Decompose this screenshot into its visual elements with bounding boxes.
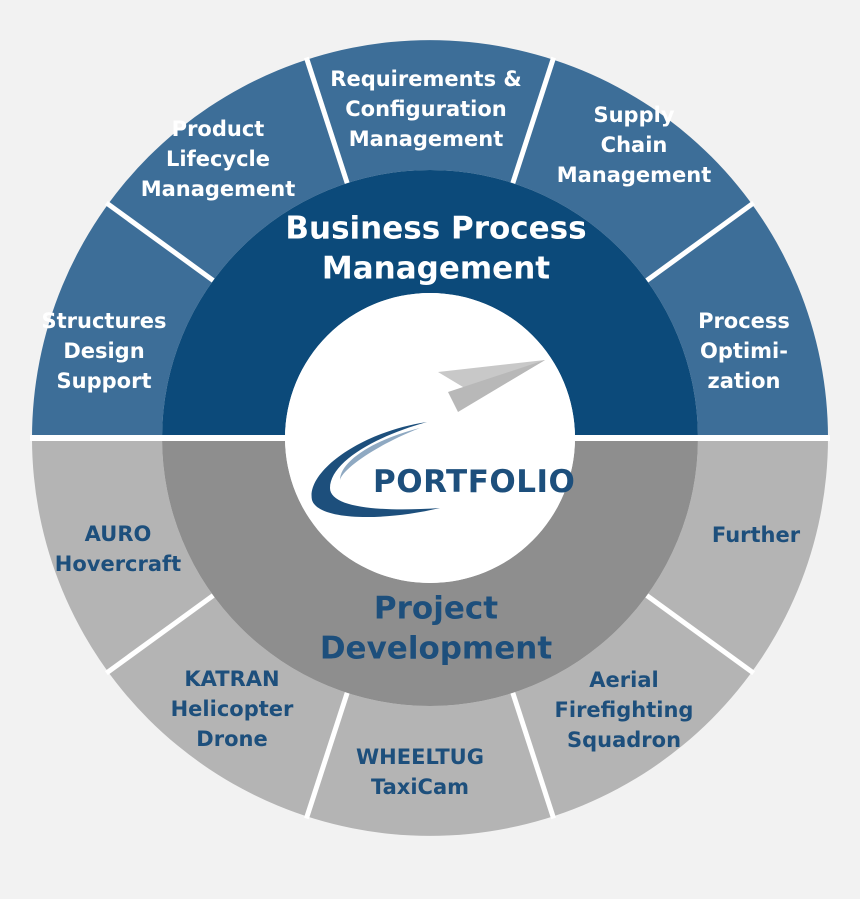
segment-label-aerial-firefighting-squadron: Aerial	[589, 668, 658, 692]
segment-label-auro-hovercraft: Hovercraft	[55, 552, 181, 576]
segment-label-wheeltug-taxicam: TaxiCam	[371, 775, 469, 799]
segment-label-auro-hovercraft: AURO	[85, 522, 152, 546]
segment-divider	[104, 200, 215, 283]
segment-label-requirements-configuration-management: Configuration	[345, 97, 506, 121]
segment-label-requirements-configuration-management: Management	[349, 127, 504, 151]
segment-label-supply-chain-management: Supply	[593, 103, 674, 127]
plane-tail	[448, 360, 545, 412]
segment-label-further: Further	[712, 523, 801, 547]
outer-ring-top	[32, 40, 828, 439]
segment-label-product-lifecycle-management: Product	[172, 117, 265, 141]
segment-label-product-lifecycle-management: Lifecycle	[166, 147, 270, 171]
segment-divider	[510, 692, 556, 820]
outer-ring-bottom	[32, 438, 828, 836]
segment-divider	[645, 593, 756, 676]
segment-label-supply-chain-management: Chain	[601, 133, 668, 157]
inner-ring	[162, 170, 698, 706]
center-disc	[285, 293, 575, 583]
inner-band-bottom	[162, 438, 698, 706]
segment-label-structures-design-support: Design	[63, 339, 144, 363]
segment-labels: Business ProcessManagementProjectDevelop…	[41, 67, 800, 799]
inner-band-top	[162, 170, 698, 438]
portfolio-logo-text: PORTFOLIO	[373, 464, 575, 500]
segment-label-supply-chain-management: Management	[557, 163, 712, 187]
business-process-management-label: Management	[322, 251, 550, 287]
segment-label-requirements-configuration-management: Requirements &	[330, 67, 521, 91]
segment-label-katran-helicopter-drone: Drone	[196, 727, 267, 751]
segment-divider	[104, 593, 215, 676]
outer-ring	[32, 40, 828, 836]
segment-label-process-optimization: Optimi-	[700, 339, 788, 363]
segment-label-katran-helicopter-drone: KATRAN	[184, 667, 279, 691]
swoosh-arc	[311, 422, 440, 518]
project-development-label: Development	[320, 631, 552, 667]
segment-label-katran-helicopter-drone: Helicopter	[171, 697, 294, 721]
segment-divider	[304, 56, 350, 184]
segment-divider	[304, 692, 350, 820]
segment-label-aerial-firefighting-squadron: Squadron	[567, 728, 681, 752]
segment-label-product-lifecycle-management: Management	[141, 177, 296, 201]
paper-plane-swoosh-icon	[311, 360, 545, 518]
segment-label-aerial-firefighting-squadron: Firefighting	[555, 698, 694, 722]
segment-label-wheeltug-taxicam: WHEELTUG	[356, 745, 484, 769]
center-logo: PORTFOLIO	[285, 293, 575, 583]
plane-wing	[438, 360, 545, 390]
business-process-management-label: Business Process	[285, 211, 586, 247]
segment-divider	[510, 56, 556, 184]
segment-label-structures-design-support: Structures	[41, 309, 166, 333]
segment-divider	[645, 200, 756, 283]
project-development-label: Project	[374, 591, 498, 627]
segment-label-process-optimization: zation	[707, 369, 780, 393]
segment-label-structures-design-support: Support	[57, 369, 152, 393]
segment-label-process-optimization: Process	[698, 309, 790, 333]
